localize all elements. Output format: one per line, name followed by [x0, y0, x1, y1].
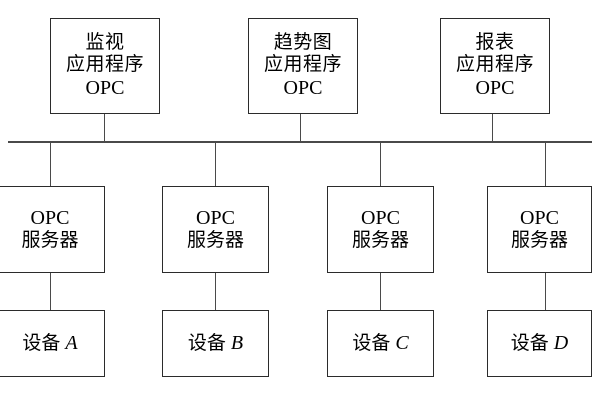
- server-2-line2: 服务器: [186, 230, 244, 252]
- connector-server-4-to-device-d: [545, 272, 547, 310]
- server-4-line2: 服务器: [510, 230, 568, 252]
- connector-server-2-to-device-b: [215, 272, 217, 310]
- connector-bus-to-server-1: [50, 142, 52, 186]
- device-a-tag: A: [65, 331, 78, 354]
- server-box-2[interactable]: OPC 服务器: [162, 186, 269, 273]
- connector-server-1-to-device-a: [50, 272, 52, 310]
- device-b-tag: B: [230, 331, 244, 354]
- server-box-3[interactable]: OPC 服务器: [327, 186, 434, 273]
- server-2-line1: OPC: [196, 206, 235, 229]
- device-d-text: 设备: [510, 332, 549, 354]
- app-box-report[interactable]: 报表 应用程序 OPC: [440, 18, 550, 114]
- app-trend-line3: OPC: [283, 76, 323, 99]
- app-box-monitor[interactable]: 监视 应用程序 OPC: [50, 18, 160, 114]
- app-report-line2: 应用程序: [455, 54, 534, 76]
- app-monitor-line2: 应用程序: [65, 54, 144, 76]
- server-3-line2: 服务器: [351, 230, 409, 252]
- network-bus-line: [8, 141, 592, 143]
- app-monitor-line3: OPC: [85, 76, 125, 99]
- device-a-text: 设备: [22, 332, 61, 354]
- device-d-tag: D: [553, 331, 569, 354]
- connector-server-3-to-device-c: [380, 272, 382, 310]
- server-3-line1: OPC: [361, 206, 400, 229]
- device-b-text: 设备: [187, 332, 226, 354]
- connector-app-report-to-bus: [492, 113, 494, 142]
- server-1-line2: 服务器: [21, 230, 79, 252]
- app-trend-line1: 趋势图: [273, 31, 333, 53]
- connector-bus-to-server-3: [380, 142, 382, 186]
- server-4-line1: OPC: [520, 206, 559, 229]
- connector-bus-to-server-4: [545, 142, 547, 186]
- connector-app-monitor-to-bus: [104, 113, 106, 142]
- app-report-line3: OPC: [475, 76, 515, 99]
- server-box-4[interactable]: OPC 服务器: [487, 186, 592, 273]
- connector-app-trend-to-bus: [300, 113, 302, 142]
- server-1-line1: OPC: [30, 206, 70, 229]
- app-report-line1: 报表: [475, 31, 515, 53]
- app-box-trend[interactable]: 趋势图 应用程序 OPC: [248, 18, 358, 114]
- server-box-1[interactable]: OPC 服务器: [0, 186, 105, 273]
- device-c-tag: C: [395, 331, 409, 354]
- app-trend-line2: 应用程序: [263, 54, 342, 76]
- app-monitor-line1: 监视: [85, 31, 125, 53]
- connector-bus-to-server-2: [215, 142, 217, 186]
- device-c-text: 设备: [352, 332, 391, 354]
